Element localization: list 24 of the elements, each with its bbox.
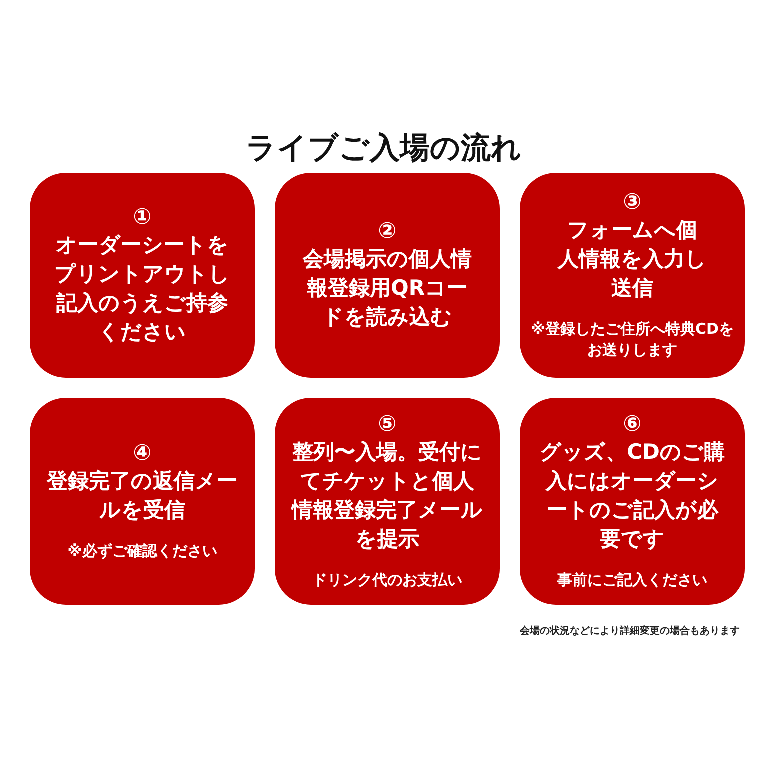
step-note: ※必ずご確認ください: [68, 541, 218, 562]
step-number: ⑥: [623, 412, 642, 438]
step-box: [520, 173, 745, 378]
step-number: ⑤: [378, 412, 397, 438]
step-box: [520, 398, 745, 605]
step-note: ※登録したご住所へ特典CDをお送りします: [530, 319, 735, 361]
title: ライブご入場の流れ: [245, 130, 523, 168]
footnote: 会場の状況などにより詳細変更の場合もあります: [519, 624, 740, 638]
step-number: ②: [378, 219, 397, 245]
step-box: [275, 398, 500, 605]
step-box: [30, 173, 255, 378]
step-text: オーダーシートをプリントアウトし記入のうえご持参ください: [54, 232, 232, 346]
step-number: ④: [133, 441, 152, 467]
step-number: ③: [623, 190, 642, 216]
step-number: ①: [133, 204, 152, 230]
step-text: 整列〜入場。受付にてチケットと個人情報登録完了メールを提示: [292, 439, 483, 553]
step-box: [30, 398, 255, 605]
step-box: [275, 173, 500, 378]
step-note: ドリンク代のお支払い: [312, 570, 462, 591]
step-note: 事前にご記入ください: [558, 570, 708, 591]
step-text: グッズ、CDのご購入にはオーダーシートのご記入が必要です: [539, 439, 726, 553]
step-text: 登録完了の返信メールを受信: [47, 468, 238, 524]
step-text: フォームへ個人情報を入力し送信: [558, 217, 707, 302]
step-text: 会場掲示の個人情報登録用QRコードを読み込む: [302, 246, 472, 331]
